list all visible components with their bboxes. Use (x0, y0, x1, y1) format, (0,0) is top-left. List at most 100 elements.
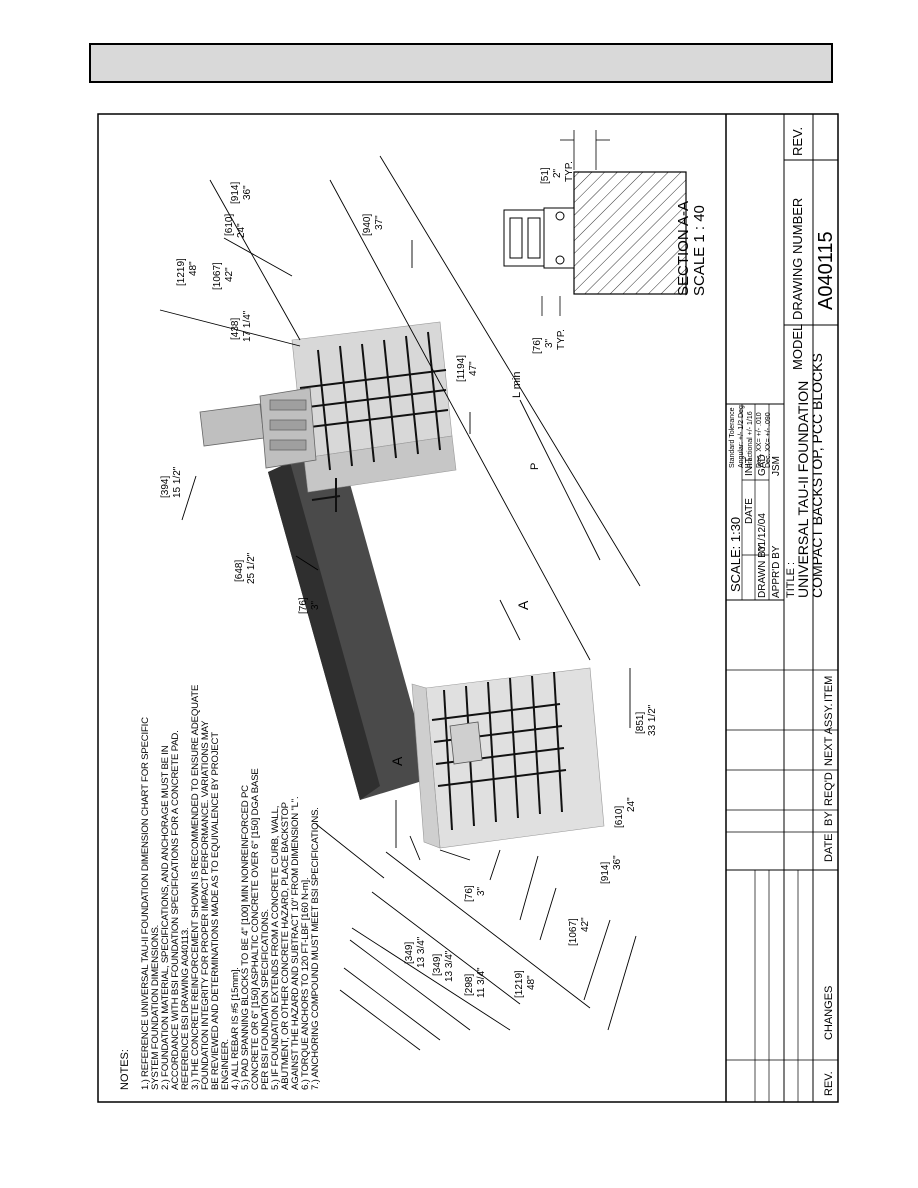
item-header: ITEM (823, 676, 835, 702)
drawing-number: A040115 (815, 231, 837, 310)
drawing-number-label: DRAWING NUMBER (790, 198, 805, 320)
reqd-header: REQ'D (823, 772, 835, 806)
dim-mm: [76] (532, 337, 543, 354)
note-line: REFERENCE BSI DRAWING A040113. (180, 928, 191, 1090)
anchor-plate (449, 721, 483, 765)
note-line: 4.) ALL REBAR IS #5 [15mm]. (230, 967, 241, 1090)
section-scale: SCALE 1 : 40 (691, 205, 708, 296)
title-label: TITLE : (785, 562, 797, 598)
rebar-back (299, 331, 449, 512)
note-line: 2.) FOUNDATION MATERIAL, SPECIFICATIONS,… (160, 745, 171, 1090)
section-letter: A (389, 756, 405, 766)
note-line: 3.) THE CONCRETE REINFORCEMENT SHOWN IS … (190, 685, 201, 1090)
rev-col-header: REV. (823, 1071, 835, 1096)
dim-mm: [648] (234, 560, 245, 582)
tolerance-line-2: Angular: +/- 1/2 Deg. (738, 403, 745, 468)
dim-in: 47" (468, 361, 479, 376)
foundation-isometric: [349] 13 3/4" [349] 13 3/4" [298] 11 3/4… (159, 155, 658, 1051)
title-block: CHANGES REV. DATE BY REQ'D NEXT ASSY. IT… (725, 114, 838, 1102)
dim-in: 11 3/4" (476, 967, 487, 998)
dim-mm: [1219] (176, 258, 187, 286)
dim-in: 3" (476, 886, 487, 896)
section-letter: A (515, 600, 531, 610)
dim-in: 33 1/2" (647, 704, 658, 736)
page-header-bar (89, 43, 833, 83)
next-assy-header: NEXT ASSY. (823, 703, 835, 766)
notes-block: NOTES: 1.) REFERENCE UNIVERSAL TAU-II FO… (119, 685, 321, 1090)
dim-in: 42" (224, 267, 235, 282)
date-col-header: DATE (823, 833, 835, 862)
init-header: INIT (744, 457, 755, 476)
section-concrete (573, 171, 687, 295)
dim-in: 24" (236, 223, 247, 238)
note-line: 7.) ANCHORING COMPOUND MUST MEET BSI SPE… (310, 807, 321, 1090)
title-line-1: UNIVERSAL TAU-II FOUNDATION (795, 381, 811, 598)
dim-in: 36" (612, 855, 623, 870)
note-line: 6.) TORQUE ANCHORS TO 120 FT-LBF [160 N-… (300, 878, 311, 1090)
backstop-unit (199, 387, 317, 469)
dim-in: 3" (544, 338, 555, 348)
note-line: BE REVIEWED AND DETERMINATIONS MADE AS T… (210, 732, 221, 1090)
dim-in: 42" (580, 917, 591, 932)
dim-in: 25 1/2" (246, 552, 257, 584)
note-line: 5.) PAD SPANNING BLOCKS TO BE 4" [100] M… (240, 785, 251, 1090)
apprd-init: JSM (771, 456, 782, 476)
title-line-2: COMPACT BACKSTOP, PCC BLOCKS (809, 353, 825, 598)
dim-in: 24" (626, 797, 637, 812)
drawn-init: GAD (757, 454, 768, 476)
dimension-lines (159, 155, 641, 1051)
drawn-date: 01/12/04 (757, 513, 768, 552)
p-label: P (529, 463, 541, 470)
model-label: MODEL (790, 324, 805, 370)
l-min-label: L min (511, 372, 523, 399)
dim-in: 48" (526, 975, 537, 990)
dim-mm: [438] (230, 318, 241, 340)
dim-in: 17 1/4" (242, 310, 253, 342)
dim-mm: [76] (464, 885, 475, 902)
note-line: ENGINEER. (220, 1039, 231, 1090)
date-header: DATE (744, 498, 755, 524)
dim-mm: [298] (464, 974, 475, 996)
dim-mm: [349] (404, 942, 415, 964)
note-line: PER BSI FOUNDATION SPECIFICATIONS. (260, 909, 271, 1090)
note-line: CONCRETE OR 6" [150] ASPHALTIC CONCRETE … (250, 768, 261, 1090)
dim-in: 3" (310, 600, 321, 610)
scale-label: SCALE: 1:30 (728, 517, 743, 592)
tolerance-line-5: Dec. XX= +/- .090 (765, 412, 772, 468)
dim-mm: [914] (600, 862, 611, 884)
note-line: ACCORDANCE WITH BSI FOUNDATION SPECIFICA… (170, 730, 181, 1090)
note-line: FOUNDATION INTEGRITY FOR PROPER IMPACT P… (200, 720, 211, 1090)
note-line: ABUTMENT, OR OTHER CONCRETE HAZARD, PLAC… (280, 802, 291, 1090)
notes-title: NOTES: (119, 1049, 131, 1090)
by-header: BY (823, 811, 835, 826)
apprd-by-label: APPR'D BY (771, 545, 782, 598)
tolerance-line-4: Dec. XX= +/- .010 (756, 412, 763, 468)
dim-in: 2" (552, 168, 563, 178)
note-line: 5.) IF FOUNDATION EXTENDS FROM A CONCRET… (270, 806, 281, 1090)
tolerance-line-3: Fractional +/- 1/16 (747, 411, 754, 468)
dim-mm: [851] (635, 712, 646, 734)
note-line: SYSTEM FOUNDATION DIMENSIONS. (150, 925, 161, 1090)
section-a-a-detail: SECTION A-A SCALE 1 : 40 (503, 130, 708, 316)
dim-in: 15 1/2" (172, 466, 183, 498)
dim-mm: [394] (160, 476, 171, 498)
typ-label: TYP. (556, 329, 567, 350)
sheet-border (97, 113, 839, 1103)
tolerance-line-1: Standard Tolerance (729, 407, 736, 468)
dim-in: 37" (374, 215, 385, 230)
dim-mm: [610] (614, 806, 625, 828)
dim-mm: [940] (362, 214, 373, 236)
typ-label: TYP. (564, 161, 575, 182)
dim-mm: [914] (230, 182, 241, 204)
drawn-by-label: DRAWN BY (757, 544, 768, 598)
dim-in: 13 3/4" (444, 950, 455, 982)
rev-header: REV. (790, 127, 805, 156)
note-line: 1.) REFERENCE UNIVERSAL TAU-II FOUNDATIO… (140, 717, 151, 1090)
dim-in: 13 3/4" (416, 936, 427, 968)
note-line: AGAINST THE HAZARD AND SUBTRACT 10" FROM… (290, 797, 301, 1090)
dim-in: 48" (188, 261, 199, 276)
dim-mm: [349] (432, 954, 443, 976)
section-title: SECTION A-A (675, 201, 692, 296)
dim-mm: [1194] (456, 355, 467, 382)
